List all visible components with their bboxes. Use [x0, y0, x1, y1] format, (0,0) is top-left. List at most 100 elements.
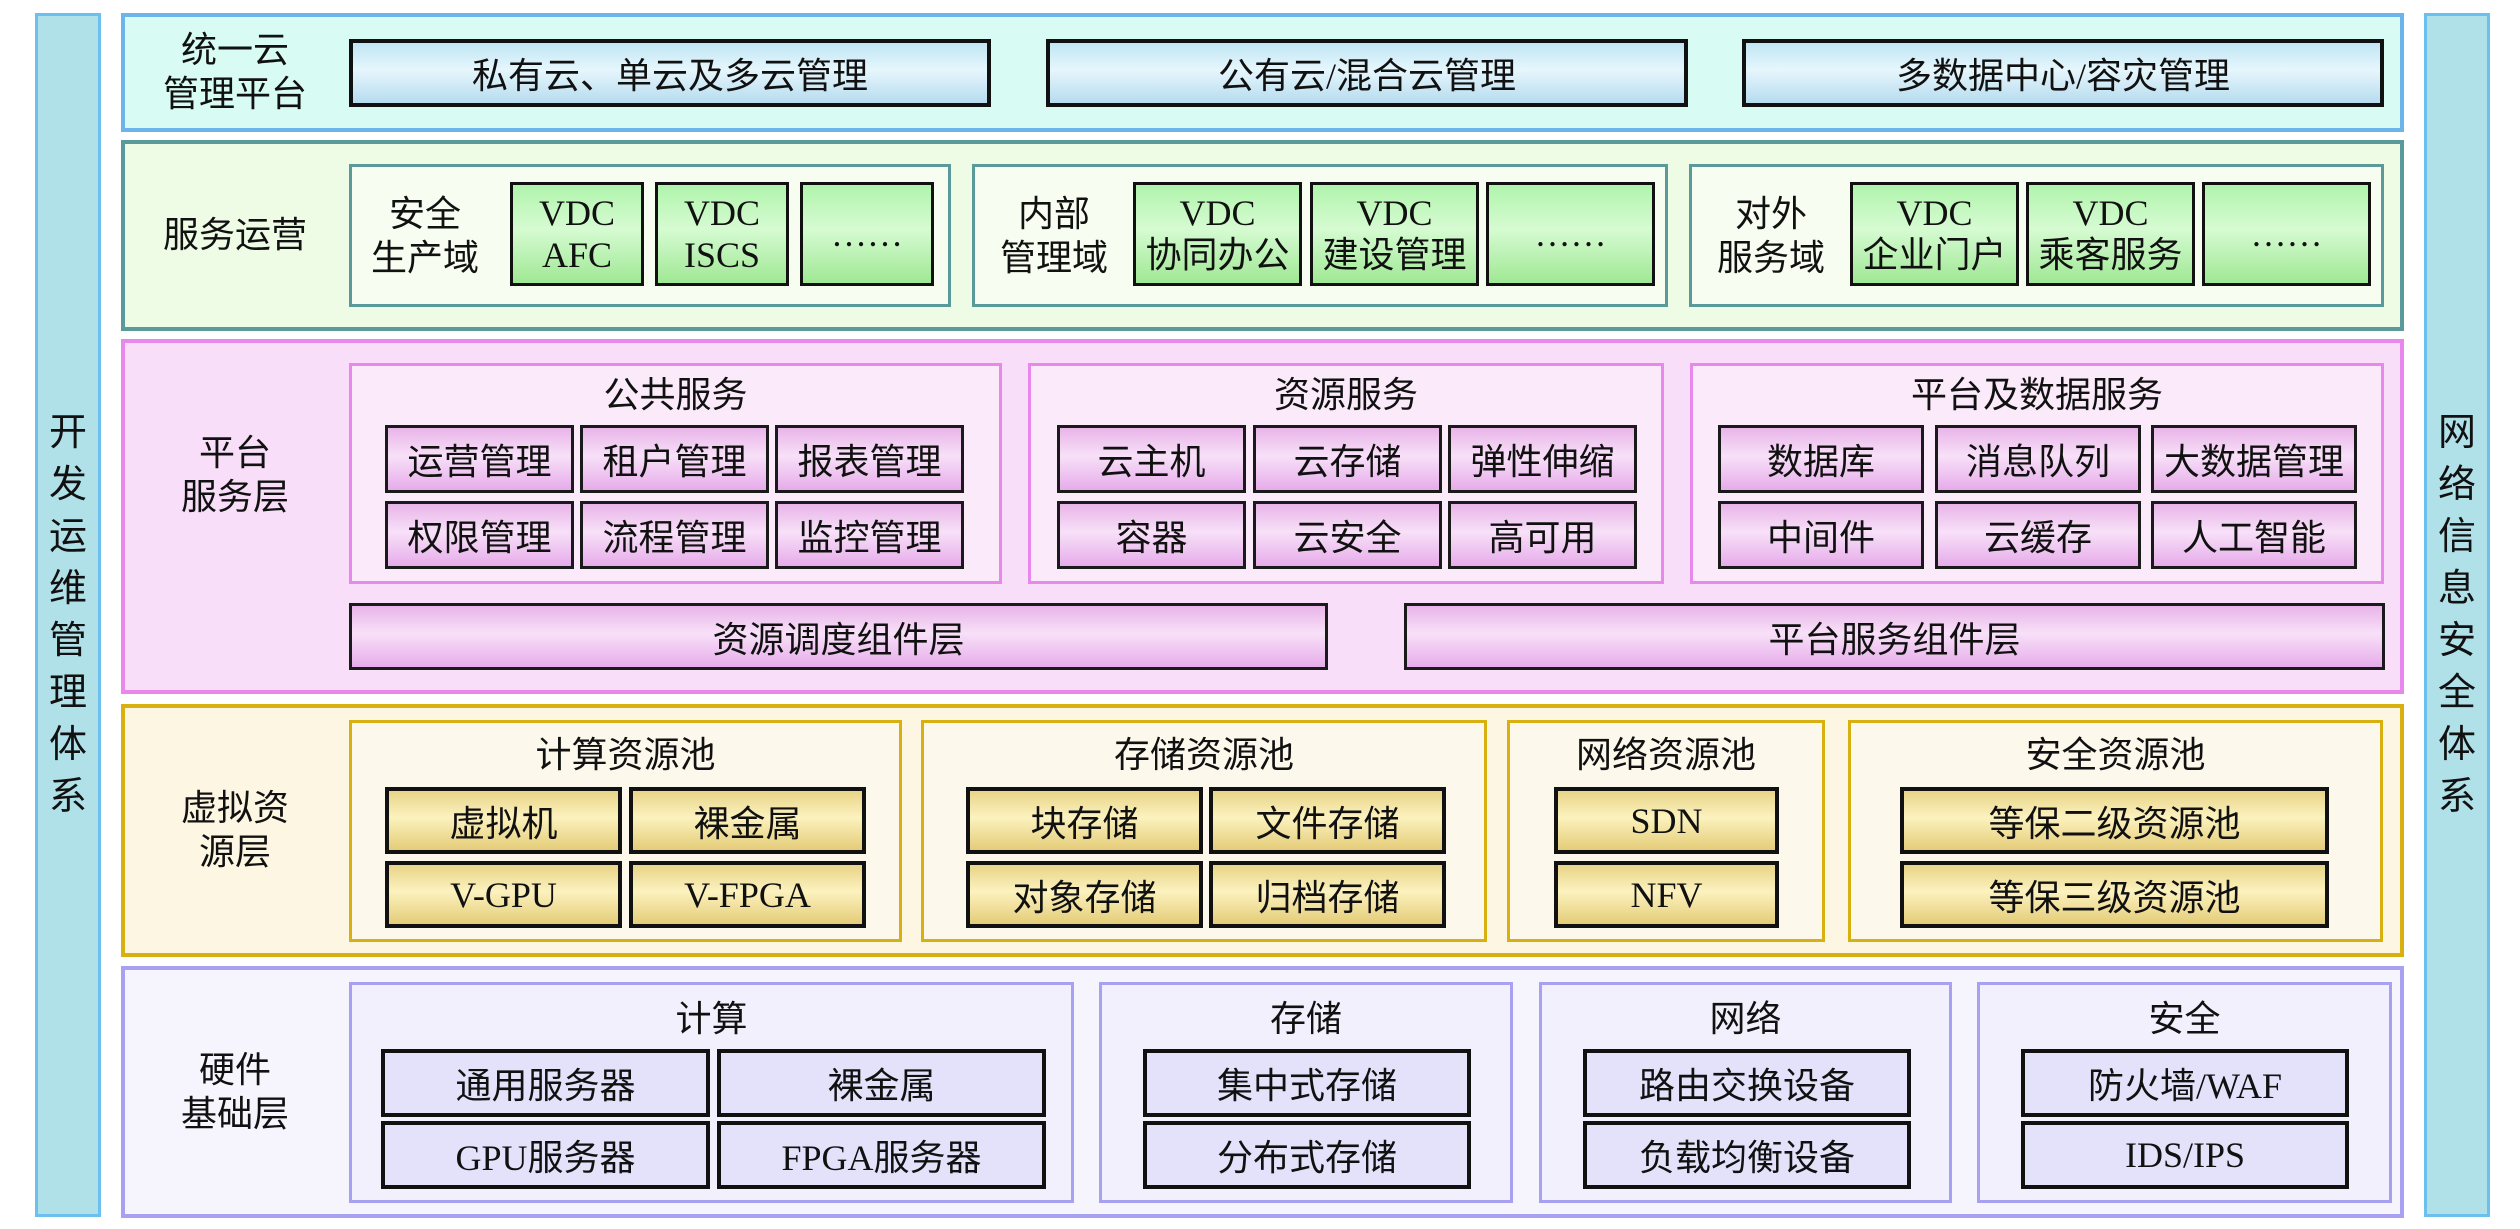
ellipsis-text: …… — [831, 214, 903, 254]
service-item[interactable]: 监控管理 — [775, 501, 964, 569]
service-item[interactable]: 中间件 — [1718, 501, 1924, 569]
devops-management-sidebar: 开发运维管理体系 — [35, 13, 101, 1217]
resource-pool-item[interactable]: 文件存储 — [1209, 787, 1446, 854]
resource-pool-item[interactable]: 归档存储 — [1209, 861, 1446, 928]
label-line: 源层 — [198, 832, 271, 872]
item-label: 对象存储 — [1012, 877, 1157, 918]
hardware-item[interactable]: 分布式存储 — [1143, 1121, 1471, 1189]
resource-pool-item[interactable]: 虚拟机 — [385, 787, 622, 854]
label-line: 管理平台 — [162, 74, 307, 114]
hardware-item[interactable]: 裸金属 — [717, 1049, 1046, 1117]
multi-datacenter-dr-management[interactable]: 多数据中心/容灾管理 — [1742, 39, 2384, 107]
resource-pool-item[interactable]: V-FPGA — [629, 861, 866, 928]
vertical-char: 体 — [2437, 724, 2476, 766]
hardware-item[interactable]: GPU服务器 — [381, 1121, 710, 1189]
item-label: 文件存储 — [1255, 803, 1400, 844]
item-label: 云存储 — [1293, 442, 1402, 482]
group-title: 安全资源池 — [2025, 735, 2206, 775]
hardware-item[interactable]: 路由交换设备 — [1583, 1049, 1911, 1117]
hardware-item[interactable]: 防火墙/WAF — [2021, 1049, 2349, 1117]
more-vdc-placeholder[interactable]: …… — [1486, 182, 1655, 286]
resource-pool-item[interactable]: 裸金属 — [629, 787, 866, 854]
devops-management-label: 开发运维管理体系 — [49, 407, 87, 823]
platform-service-component-layer[interactable]: 平台服务组件层 — [1404, 603, 2385, 670]
bar-label: 平台服务组件层 — [1768, 619, 2021, 660]
item-label: 路由交换设备 — [1638, 1066, 1855, 1106]
vdc-line: 协同办公 — [1145, 235, 1290, 275]
service-item[interactable]: 流程管理 — [580, 501, 769, 569]
vertical-char: 运 — [48, 516, 87, 558]
resource-pool-item[interactable]: 对象存储 — [966, 861, 1203, 928]
vdc-line: VDC — [1356, 193, 1433, 233]
hardware-layer-label: 硬件 基础层 — [130, 977, 340, 1207]
resource-scheduling-component-layer[interactable]: 资源调度组件层 — [349, 603, 1328, 670]
item-label: SDN — [1630, 800, 1703, 841]
group-title: 公共服务 — [603, 375, 748, 415]
hardware-item[interactable]: 集中式存储 — [1143, 1049, 1471, 1117]
vdc-line: VDC — [683, 193, 760, 233]
resource-pool-item[interactable]: 等保三级资源池 — [1900, 861, 2329, 928]
more-vdc-placeholder[interactable]: …… — [800, 182, 934, 286]
service-item[interactable]: 大数据管理 — [2151, 425, 2357, 493]
vdc-line: VDC — [1896, 193, 1973, 233]
network-security-label: 网络信息安全体系 — [2438, 407, 2476, 823]
hardware-item[interactable]: FPGA服务器 — [717, 1121, 1046, 1189]
vdc-line: VDC — [538, 193, 615, 233]
resource-pool-item[interactable]: V-GPU — [385, 861, 622, 928]
service-item[interactable]: 权限管理 — [385, 501, 574, 569]
label-line: 服务层 — [180, 477, 289, 517]
service-item[interactable]: 报表管理 — [775, 425, 964, 493]
item-label: 消息队列 — [1965, 442, 2110, 482]
service-item[interactable]: 云存储 — [1253, 425, 1442, 493]
hardware-item[interactable]: 通用服务器 — [381, 1049, 710, 1117]
vertical-char: 理 — [48, 672, 87, 714]
service-item[interactable]: 云缓存 — [1935, 501, 2141, 569]
vdc-line: 企业门户 — [1862, 235, 2007, 275]
hardware-item[interactable]: IDS/IPS — [2021, 1121, 2349, 1189]
ellipsis-text: …… — [1534, 214, 1607, 254]
service-item[interactable]: 租户管理 — [580, 425, 769, 493]
network-security-sidebar: 网络信息安全体系 — [2424, 13, 2490, 1217]
label-line: 硬件 — [198, 1050, 271, 1090]
vertical-char: 维 — [48, 568, 87, 610]
item-label: 容器 — [1115, 518, 1188, 558]
bar-label: 资源调度组件层 — [712, 619, 965, 660]
group-title: 存储资源池 — [1113, 735, 1294, 775]
service-item[interactable]: 云安全 — [1253, 501, 1442, 569]
item-label: 数据库 — [1766, 442, 1875, 482]
service-item[interactable]: 弹性伸缩 — [1448, 425, 1637, 493]
item-label: 租户管理 — [602, 442, 747, 482]
safety-production-domain-label: 安全生产域 — [355, 170, 495, 301]
item-label: 防火墙/WAF — [2087, 1066, 2282, 1106]
public-hybrid-cloud-management[interactable]: 公有云/混合云管理 — [1046, 39, 1688, 107]
item-label: 云缓存 — [1983, 518, 2092, 558]
service-item[interactable]: 云主机 — [1057, 425, 1246, 493]
group-title: 计算 — [675, 999, 748, 1039]
service-item[interactable]: 容器 — [1057, 501, 1246, 569]
resource-pool-item[interactable]: NFV — [1554, 861, 1779, 928]
resource-pool-item[interactable]: SDN — [1554, 787, 1779, 854]
more-vdc-placeholder[interactable]: …… — [2202, 182, 2371, 286]
item-label: 私有云、单云及多云管理 — [471, 56, 868, 96]
hardware-item[interactable]: 负载均衡设备 — [1583, 1121, 1911, 1189]
virtual-resource-layer-label: 虚拟资 源层 — [130, 715, 340, 945]
service-item[interactable]: 数据库 — [1718, 425, 1924, 493]
service-item[interactable]: 消息队列 — [1935, 425, 2141, 493]
item-label: 监控管理 — [797, 518, 942, 558]
service-item[interactable]: 高可用 — [1448, 501, 1637, 569]
resource-pool-item[interactable]: 等保二级资源池 — [1900, 787, 2329, 854]
item-label: 公有云/混合云管理 — [1217, 56, 1516, 96]
resource-pool-item[interactable]: 块存储 — [966, 787, 1203, 854]
private-multi-cloud-management[interactable]: 私有云、单云及多云管理 — [349, 39, 991, 107]
item-label: 等保三级资源池 — [1988, 877, 2241, 918]
service-item[interactable]: 运营管理 — [385, 425, 574, 493]
unified-cloud-layer-label: 统一云 管理平台 — [130, 22, 340, 122]
service-item[interactable]: 人工智能 — [2151, 501, 2357, 569]
group-title: 计算资源池 — [535, 735, 716, 775]
